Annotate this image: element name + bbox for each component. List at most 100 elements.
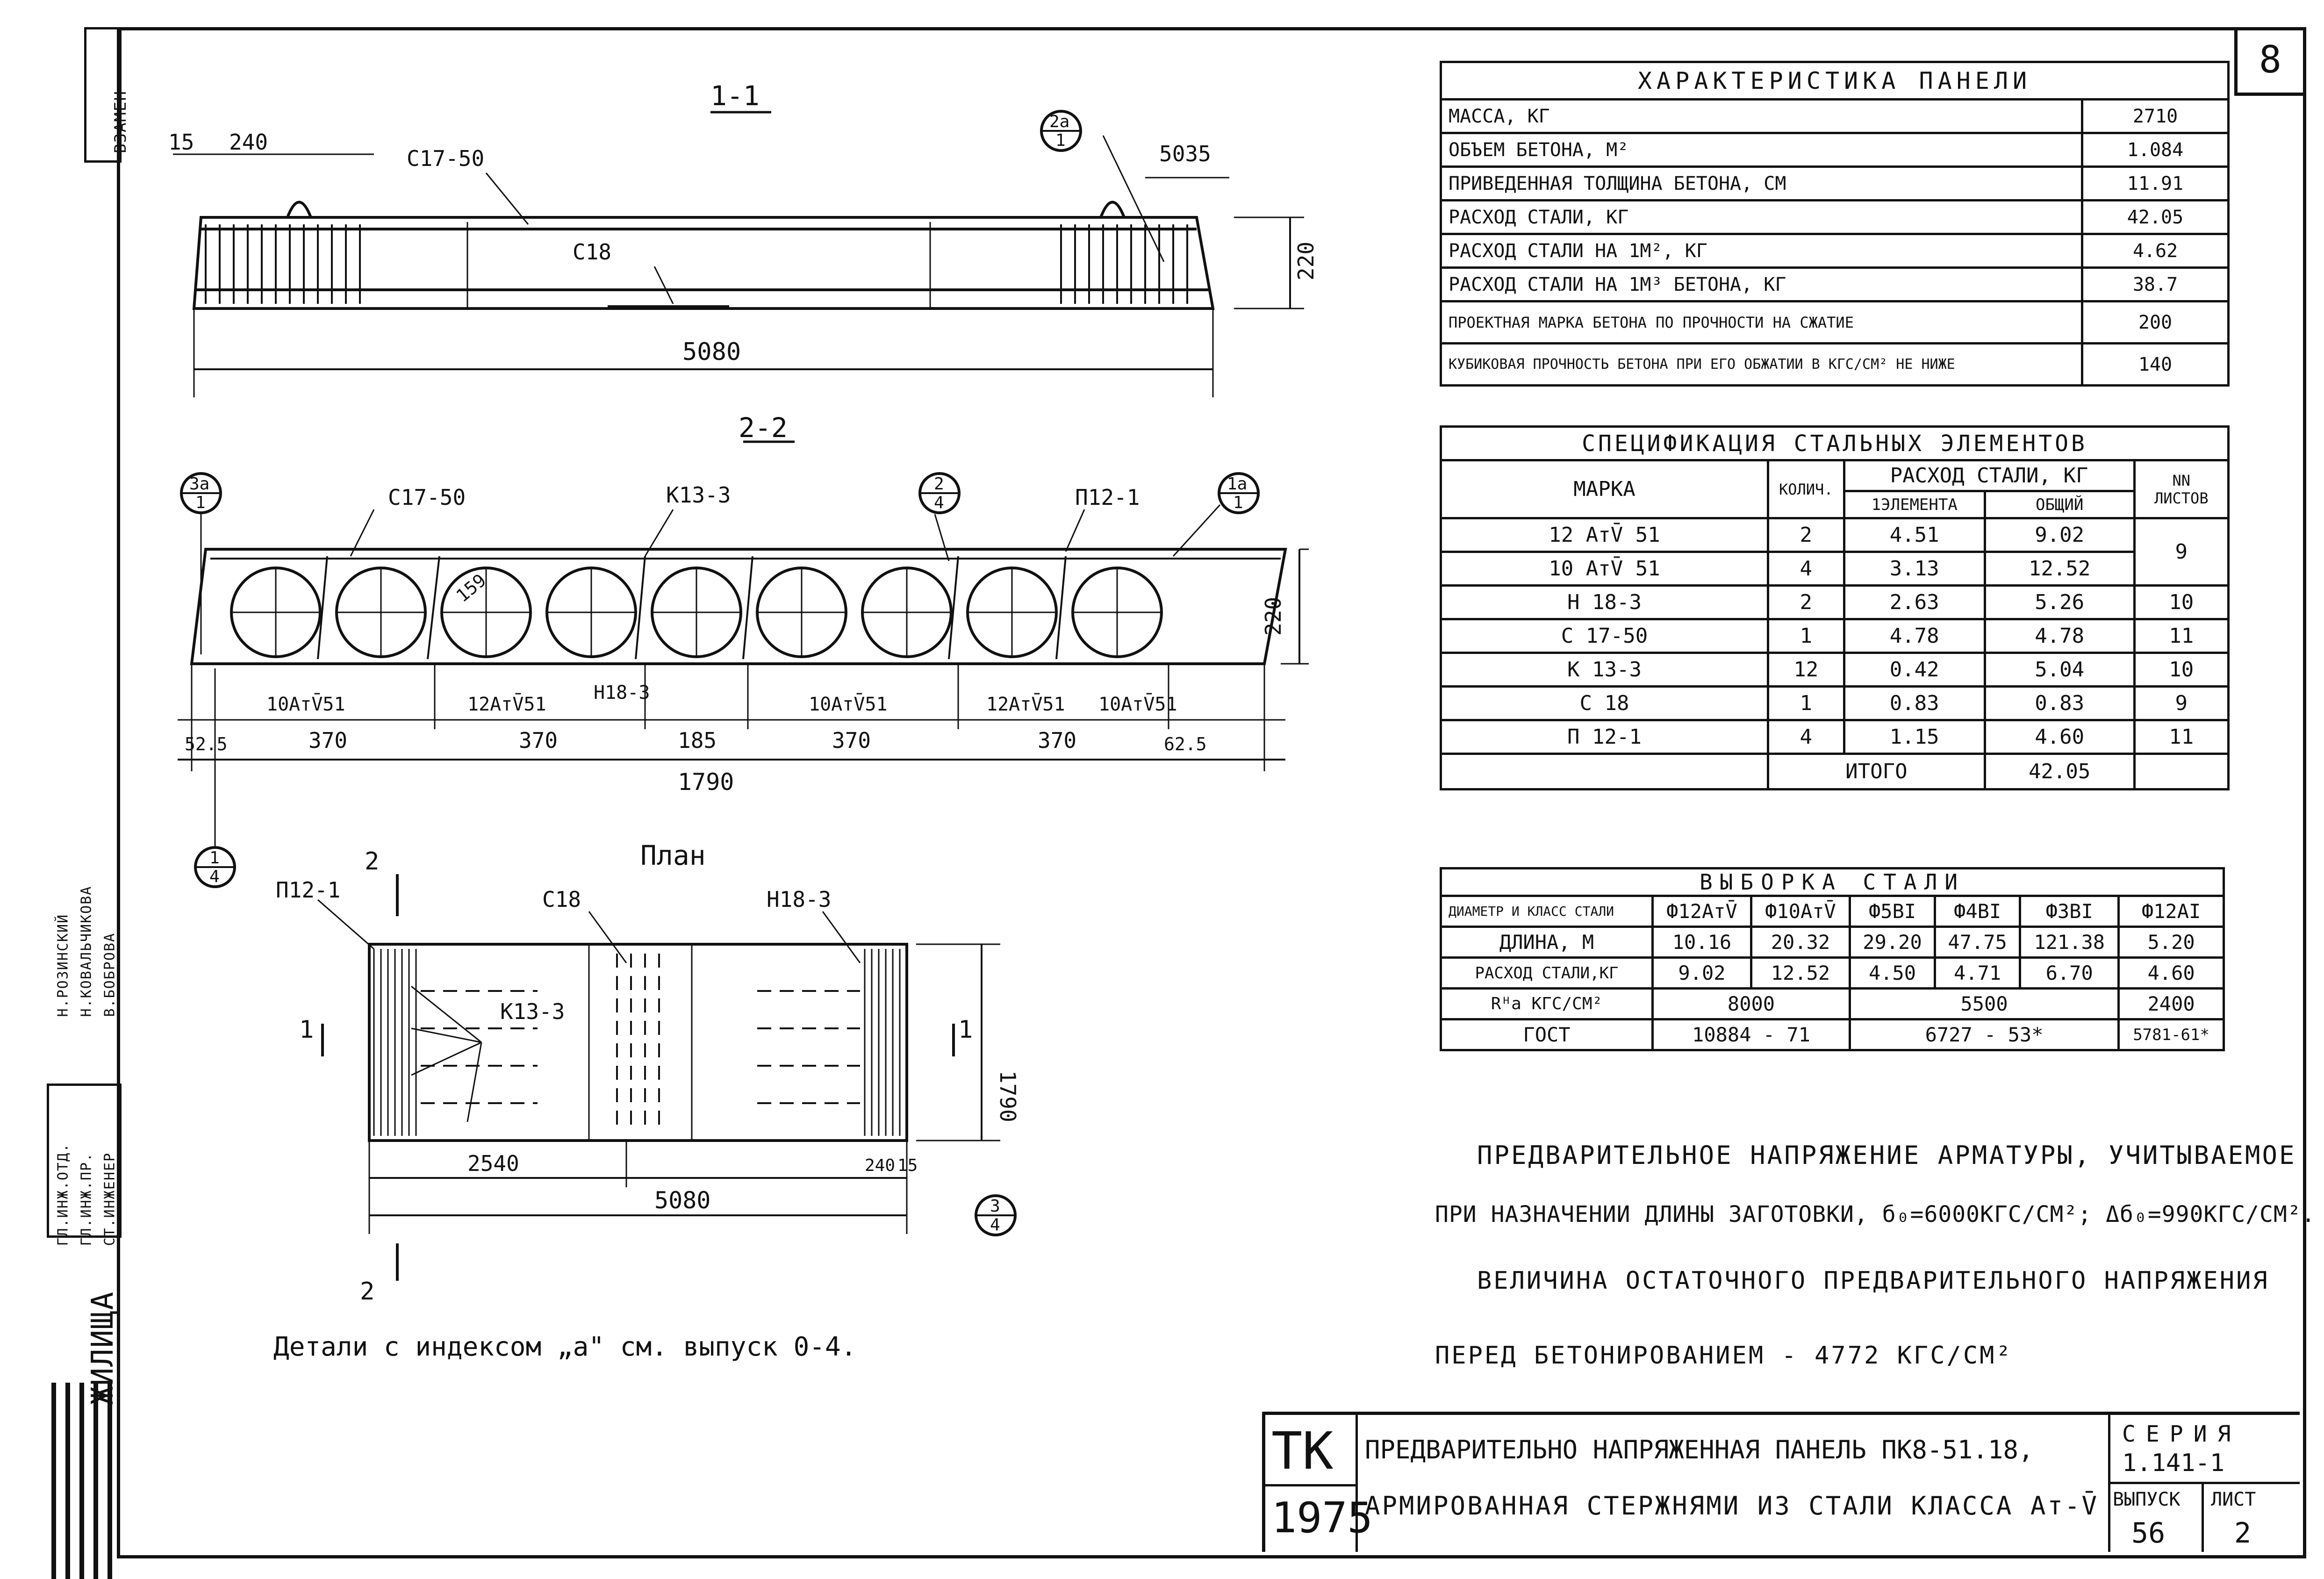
callout-3a-top: 3а [189,474,209,494]
s2-dim-1: 52.5 [185,734,228,754]
section-1-1-rebars [205,224,1188,307]
stamp-roles-box [47,1084,122,1238]
spec-per-1: 3.13 [1843,551,1986,587]
pc-value-1: 1.084 [2081,132,2230,168]
selection-mass-4: 6.70 [2019,956,2120,990]
callout-2a [1040,110,1082,152]
spec-sheet-3: 11 [2133,618,2230,654]
selection-length-4: 121.38 [2019,926,2120,959]
spec-qty-5: 1 [1767,685,1845,721]
title-org: ТК [1271,1421,1334,1481]
steel-spec-table: СПЕЦИФИКАЦИЯ СТАЛЬНЫХ ЭЛЕМЕНТОВ МАРКА КО… [1440,425,2230,790]
series-label: СЕРИЯ [2122,1421,2241,1447]
selection-mass-2: 4.50 [1848,956,1937,990]
plan-cut-1-right: 1 [958,1016,973,1044]
selection-gost-2: 5781-61* [2117,1018,2225,1051]
plan-cut-2-bottom: 2 [360,1278,374,1306]
issue-value: 56 [2131,1517,2166,1550]
pc-value-5: 38.7 [2081,266,2230,302]
plan-dim-2540: 2540 [467,1151,519,1176]
s1-dim-5080: 5080 [682,338,741,366]
section-2-2-holes [230,567,1163,658]
spec-total-value: 42.05 [1983,753,2136,790]
spec-sheet-4: 10 [2133,652,2230,688]
plan-dashed-bars [421,954,860,1131]
spec-head-consumption: РАСХОД СТАЛИ, КГ [1843,459,2136,492]
spec-total-3: 4.78 [1983,618,2136,654]
s2-label-c1750: С17-50 [388,485,466,510]
spec-head-qty: КОЛИЧ. [1767,459,1845,519]
spec-total-0: 9.02 [1983,517,2136,553]
callout-3a-bottom: 1 [195,493,206,512]
pc-label-5: РАСХОД СТАЛИ НА 1М³ БЕТОНА, КГ [1440,266,2083,302]
selection-col-2: Ф5ВI [1848,895,1937,928]
selection-ra-2: 2400 [2117,987,2225,1020]
title-block: ТК 1975 ПРЕДВАРИТЕЛЬНО НАПРЯЖЕННАЯ ПАНЕЛ… [1262,1412,2300,1552]
plan-dim-5080: 5080 [654,1187,710,1214]
spec-per-3: 4.78 [1843,618,1986,654]
spec-per-5: 0.83 [1843,685,1986,721]
title-line-2: АРМИРОВАННАЯ СТЕРЖНЯМИ ИЗ СТАЛИ КЛАССА А… [1365,1491,2099,1521]
section-1-1-title: 1-1 [710,80,760,112]
plan-dim-15: 15 [897,1156,918,1175]
spec-head-total: ОБЩИЙ [1983,490,2136,519]
lifting-loop-left [286,201,312,218]
selection-col-5: Ф12АI [2117,895,2225,928]
s2-dim-7: 62.5 [1164,734,1207,754]
s2-dim-5: 370 [832,728,871,753]
spec-mark-6: П 12-1 [1440,719,1769,755]
spec-per-4: 0.42 [1843,652,1986,688]
section-2-2-outline [190,548,1287,665]
plan-dim-1790: 1790 [995,1070,1020,1122]
spec-mark-1: 10 АтV̄ 51 [1440,551,1769,587]
s2-rebar-label-6: 10АтV̄51 [1098,693,1177,715]
spec-total-6: 4.60 [1983,719,2136,755]
spec-sheet-5: 9 [2133,685,2230,721]
selection-gost-label: ГОСТ [1440,1018,1654,1051]
note-line-3: ВЕЛИЧИНА ОСТАТОЧНОГО ПРЕДВАРИТЕЛЬНОГО НА… [1477,1267,2269,1295]
selection-mass-5: 4.60 [2117,956,2225,990]
s2-rebar-label-5: 12АтV̄51 [986,693,1065,715]
series-value: 1.141-1 [2122,1449,2225,1477]
selection-gost-1: 6727 - 53* [1848,1018,2120,1051]
selection-length-1: 20.32 [1750,926,1851,959]
spec-total-4: 5.04 [1983,652,2136,688]
plan-dim-240: 240 [865,1156,895,1175]
spec-sheet-6: 11 [2133,719,2230,755]
s2-rebar-label-3: Н18-3 [594,682,650,703]
spec-qty-6: 4 [1767,719,1845,755]
s2-dim-3: 370 [519,728,558,753]
spec-head-mark: МАРКА [1440,459,1769,519]
plan-cut-2-top: 2 [365,847,379,876]
s2-dim-220: 220 [1261,597,1286,636]
s2-rebar-label-1: 10АтV̄51 [266,693,345,715]
s1-dim-5035: 5035 [1159,141,1211,166]
steel-selection-table: ВЫБОРКА СТАЛИ ДИАМЕТР И КЛАСС СТАЛИ Ф12А… [1440,867,2225,1051]
callout-2a-bottom: 1 [1055,131,1066,150]
drawing-frame [117,27,2306,1558]
pc-label-1: ОБЪЕМ БЕТОНА, М² [1440,132,2083,168]
callout-2-top: 2 [934,474,944,494]
spec-per-6: 1.15 [1843,719,1986,755]
pc-value-6: 200 [2081,300,2230,345]
selection-title: ВЫБОРКА СТАЛИ [1440,867,2225,897]
pc-label-4: РАСХОД СТАЛИ НА 1М², КГ [1440,233,2083,269]
callout-2a-top: 2а [1049,112,1069,131]
plan-label-h183: Н18-3 [767,887,831,912]
selection-ra-0: 8000 [1651,987,1851,1020]
callout-3-top: 3 [990,1197,1000,1216]
spec-sheet-2: 10 [2133,584,2230,620]
title-line-1: ПРЕДВАРИТЕЛЬНО НАПРЯЖЕННАЯ ПАНЕЛЬ ПК8-51… [1365,1435,2034,1464]
note-line-2: ПРИ НАЗНАЧЕНИИ ДЛИНЫ ЗАГОТОВКИ, б₀=6000К… [1435,1201,2316,1227]
plan-title: План [640,840,706,871]
selection-ra-1: 5500 [1848,987,2120,1020]
section-2-2-frames [210,556,1281,660]
spec-mark-2: Н 18-3 [1440,584,1769,620]
callout-3-bottom: 4 [990,1215,1000,1234]
sheet-value: 2 [2234,1517,2252,1550]
spec-mark-5: С 18 [1440,685,1769,721]
left-stamp: ВЗАМЕН ГЛ.ИНЖ.ОТД. ГЛ.ИНЖ.ПР. СТ.ИНЖЕНЕР… [47,27,130,1579]
selection-mass-3: 4.71 [1934,956,2022,990]
selection-col-3: Ф4ВI [1934,895,2022,928]
